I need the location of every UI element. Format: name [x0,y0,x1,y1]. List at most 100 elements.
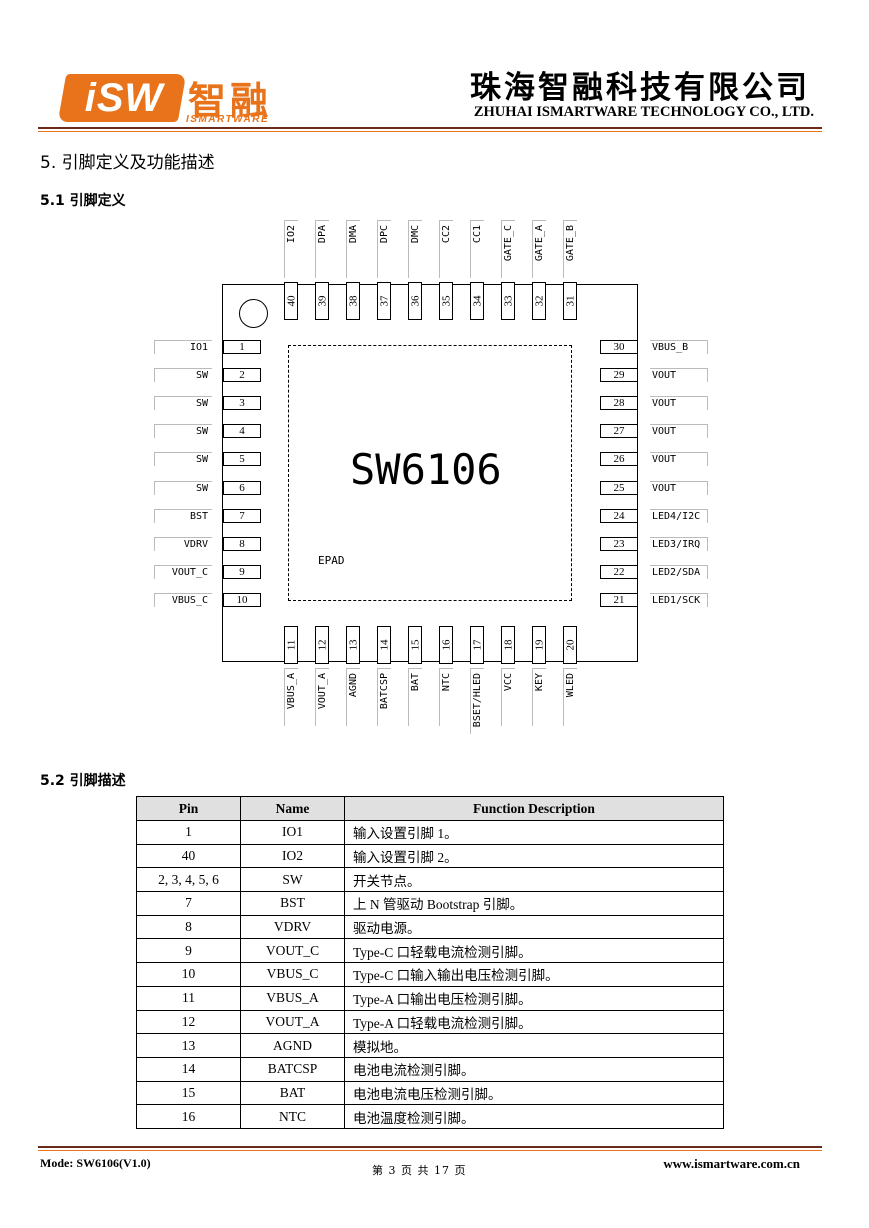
cell-function: 输入设置引脚 2。 [344,843,724,869]
cell-name: IO2 [240,843,345,869]
cell-name: NTC [240,1104,345,1129]
pin-label-bottom: BATCSP [377,668,391,726]
company-name-cn: 珠海智融科技有限公司 [470,70,810,106]
chip-outline [222,284,638,662]
section-title: 5. 引脚定义及功能描述 [40,153,215,173]
pin-number-right: 21 [600,592,638,607]
cell-name: BST [240,891,345,916]
pin-label-right: VOUT [650,452,708,467]
pin-number-bottom-text: 18 [502,639,514,651]
exposed-pad [288,345,572,601]
pin-number-left: 4 [223,424,261,439]
pin-number-bottom: 11 [284,626,298,664]
pin-number-right: 25 [600,480,638,495]
cell-function: Type-C 口输入输出电压检测引脚。 [344,962,724,987]
pin-label-bottom-text: KEY [534,673,545,692]
pin-label-top-text: GATE_A [534,225,545,262]
cell-pin: 16 [136,1104,241,1129]
logo-chinese: 智融 [188,79,273,123]
pin-label-top: DPA [315,220,329,278]
pin-label-bottom: BAT [408,668,422,726]
pin-label-right: VBUS_B [650,340,708,354]
pin-label-bottom-text: WLED [565,673,576,698]
cell-pin: 8 [136,914,241,940]
pin-label-bottom: VOUT_A [315,668,329,726]
pin-number-bottom-text: 15 [409,639,421,651]
pin-number-right: 26 [600,452,638,467]
cell-pin: 14 [136,1056,241,1082]
pin-number-bottom: 19 [532,626,546,664]
subsection-title-pin-description: 5.2 引脚描述 [40,773,126,789]
pin-number-left: 9 [223,564,261,579]
cell-name: VBUS_A [240,985,345,1011]
pin-label-right: LED3/IRQ [650,536,708,551]
pin-number-right: 29 [600,368,638,383]
pin-label-bottom: AGND [346,668,360,726]
pin-label-right: VOUT [650,480,708,495]
pin-label-left: SW [154,452,212,467]
pin-number-bottom-text: 14 [378,639,390,651]
pin-number-bottom: 17 [470,626,484,664]
pin-number-left: 1 [223,340,261,354]
pin-number-right: 30 [600,340,638,354]
logo-letters: iSW [84,76,164,120]
cell-name: VDRV [240,914,345,940]
pin-label-top-text: DPC [379,225,390,244]
pin-number-top: 32 [532,282,546,320]
pin-number-left: 7 [223,508,261,523]
footer-model: Mode: SW6106(V1.0) [40,1156,151,1170]
cell-function: 开关节点。 [344,867,724,893]
pin-label-top: CC1 [470,220,484,278]
pin-number-bottom-text: 13 [347,639,359,651]
pin-label-bottom: VBUS_A [284,668,298,726]
footer-url[interactable]: www.ismartware.com.cn [663,1156,800,1171]
pin-label-top: CC2 [439,220,453,278]
cell-pin: 7 [136,891,241,916]
cell-function: 电池温度检测引脚。 [344,1104,724,1129]
pin-label-left: SW [154,424,212,439]
cell-name: SW [240,867,345,893]
pin-label-left: VDRV [154,536,212,551]
pin-label-bottom-text: NTC [441,673,452,692]
header-rule [38,127,822,129]
pin-number-right: 27 [600,424,638,439]
pin-label-top-text: CC2 [441,225,452,244]
header-function: Function Description [344,796,724,821]
pin-label-left: SW [154,368,212,383]
footer-page-number: 第 3 页 共 17 页 [372,1164,467,1177]
cell-function: 电池电流电压检测引脚。 [344,1080,724,1106]
pin-number-top: 37 [377,282,391,320]
pin-label-left: SW [154,480,212,495]
pin-label-top-text: GATE_B [565,225,576,262]
pin-label-left: IO1 [154,340,212,354]
pin-label-bottom-text: VOUT_A [317,673,328,710]
pin-label-top-text: DMC [410,225,421,244]
pin-number-top-text: 31 [564,295,576,307]
pin-label-bottom: WLED [563,668,577,726]
pin-label-top: GATE_B [563,220,577,278]
pin-number-left: 3 [223,396,261,411]
pin-number-top-text: 36 [409,295,421,307]
pin-number-top-text: 35 [440,295,452,307]
pin-label-top: DMC [408,220,422,278]
header-name: Name [240,796,345,821]
pin-number-bottom-text: 17 [471,639,483,651]
footer-rule [38,1146,822,1148]
pin-label-right: VOUT [650,424,708,439]
pin-number-bottom-text: 11 [285,639,297,651]
pin-number-top-text: 38 [347,295,359,307]
pin-number-bottom: 12 [315,626,329,664]
pin-label-left: VBUS_C [154,592,212,607]
subsection-title-pin-definition: 5.1 引脚定义 [40,193,126,209]
cell-function: 输入设置引脚 1。 [344,820,724,845]
pin-number-top: 40 [284,282,298,320]
